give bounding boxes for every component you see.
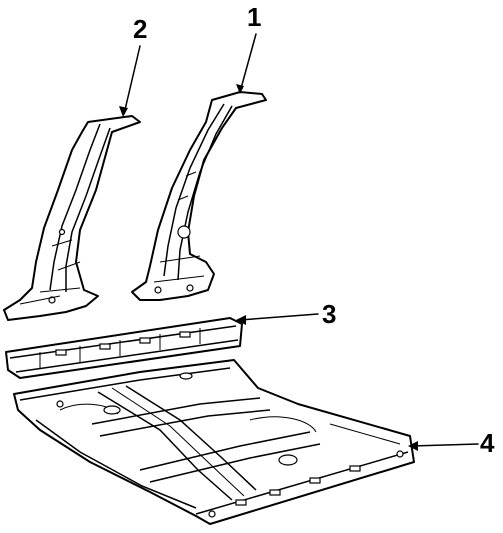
leader-lines bbox=[119, 33, 479, 451]
callout-label-3: 3 bbox=[322, 299, 337, 329]
part-3-sill-rail bbox=[5, 317, 243, 379]
part-2-left-pillar bbox=[3, 115, 141, 321]
callout-label-2: 2 bbox=[133, 14, 148, 44]
callout-label-1: 1 bbox=[247, 2, 262, 32]
callout-label-4: 4 bbox=[480, 428, 495, 458]
part-1-right-pillar bbox=[131, 91, 267, 301]
part-4-floor-pan bbox=[13, 359, 415, 525]
